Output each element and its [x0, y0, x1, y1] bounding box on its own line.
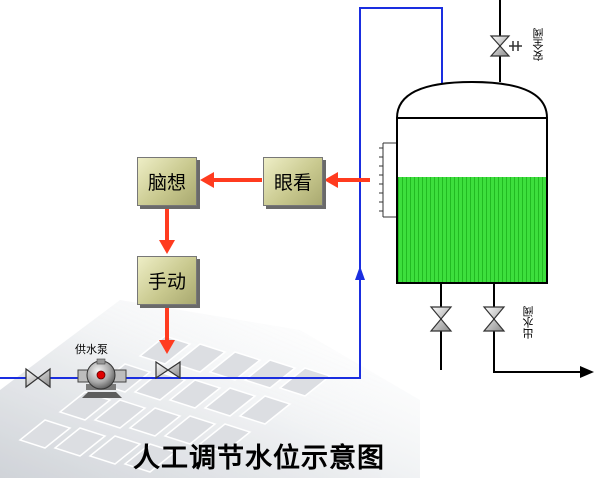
supply-pipe [0, 7, 443, 379]
control-flow-arrows [159, 172, 370, 354]
safety-valve-line [489, 0, 522, 82]
node-look: 眼看 [263, 157, 323, 206]
pipe-flow-arrow [355, 266, 365, 280]
water-level [398, 177, 546, 282]
inlet-valve-left [25, 367, 51, 389]
safety-valve-label: 安全阀 [532, 28, 545, 61]
level-gauge [379, 142, 396, 218]
diagram-title: 人工调节水位示意图 [133, 443, 385, 474]
node-manual: 手动 [137, 256, 197, 305]
manual-control-valve [155, 360, 181, 380]
node-think: 脑想 [137, 157, 197, 206]
drain-line [429, 283, 453, 370]
outlet-line [482, 283, 594, 378]
water-tank [395, 80, 549, 284]
supply-pump [77, 358, 127, 398]
supply-pump-label: 供水泵 [75, 343, 108, 356]
outlet-valve-label: 出水阀 [522, 306, 535, 339]
